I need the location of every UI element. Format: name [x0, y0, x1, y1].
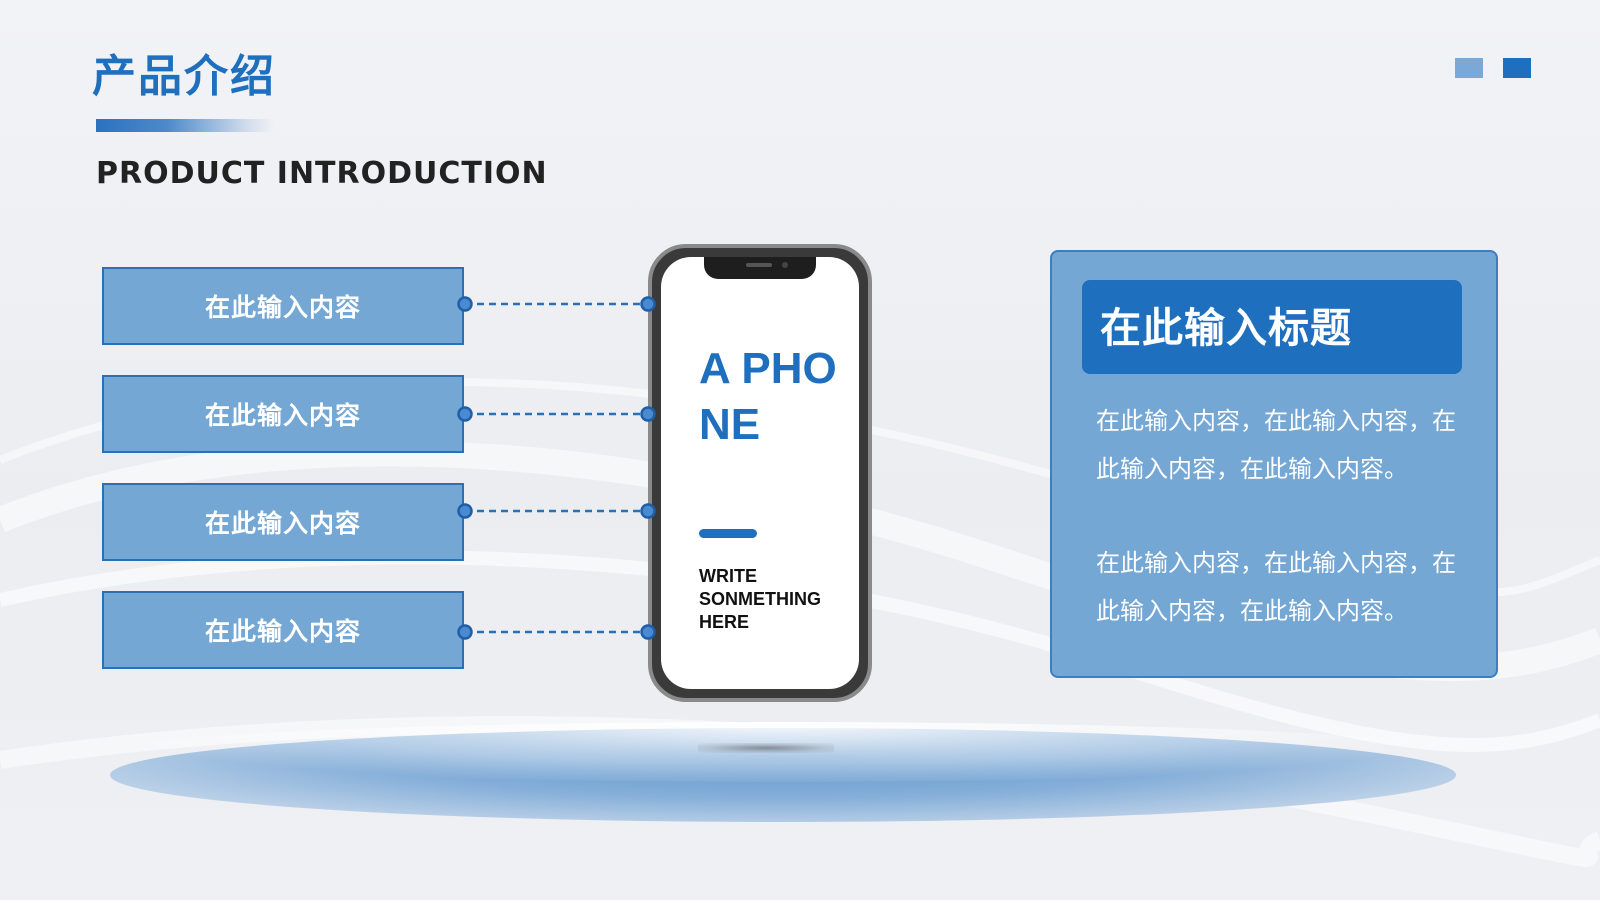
decor-square-light [1455, 58, 1483, 78]
phone-shadow [698, 743, 834, 753]
info-panel: 在此输入标题 在此输入内容，在此输入内容，在此输入内容，在此输入内容。 在此输入… [1050, 250, 1498, 678]
title-underline-bar [96, 119, 274, 132]
phone-subtitle: WRITE SONMETHING HERE [699, 566, 822, 632]
content-box-2: 在此输入内容 [102, 375, 464, 453]
content-box-label: 在此输入内容 [204, 401, 361, 430]
phone-mockup: A PHONE WRITE SONMETHING HERE [648, 244, 872, 702]
phone-screen: A PHONE WRITE SONMETHING HERE [661, 257, 859, 689]
camera-icon [782, 262, 788, 268]
content-box-3: 在此输入内容 [102, 483, 464, 561]
decor-square-dark [1503, 58, 1531, 78]
content-box-4: 在此输入内容 [102, 591, 464, 669]
page-title: 产品介绍 [92, 51, 276, 102]
panel-title-box: 在此输入标题 [1082, 280, 1462, 374]
content-box-label: 在此输入内容 [204, 509, 361, 538]
panel-paragraph-1: 在此输入内容，在此输入内容，在此输入内容，在此输入内容。 [1096, 407, 1456, 483]
panel-paragraph-2: 在此输入内容，在此输入内容，在此输入内容，在此输入内容。 [1096, 549, 1456, 625]
phone-notch [704, 257, 816, 279]
speaker-icon [746, 263, 772, 267]
page-subtitle: PRODUCT INTRODUCTION [96, 156, 548, 191]
content-box-label: 在此输入内容 [204, 293, 361, 322]
phone-heading: A PHONE [699, 344, 837, 449]
content-box-label: 在此输入内容 [204, 617, 361, 646]
panel-title: 在此输入标题 [1100, 304, 1352, 352]
phone-accent-bar [699, 529, 757, 538]
content-box-1: 在此输入内容 [102, 267, 464, 345]
